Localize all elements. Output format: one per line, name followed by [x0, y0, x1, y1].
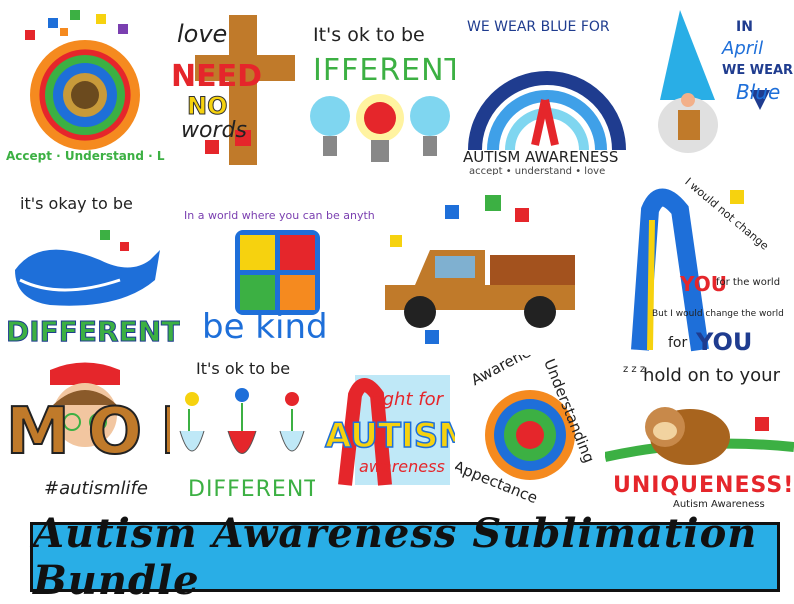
design-sloth: z z z hold on to your UNIQUENESS! Autism…: [605, 355, 794, 520]
uniqueness-text: UNIQUENESS!: [613, 473, 794, 498]
bundle-title-banner: Autism Awareness Sublimation Bundle: [30, 510, 780, 604]
cross-illustration: [195, 15, 295, 165]
ok-to-be-text: It's ok to be: [313, 24, 425, 46]
design-love-need-no-words: love NEED NO words: [165, 0, 305, 175]
design-vases: It's ok to be DIFFERENT: [170, 355, 315, 510]
design-flower-words: Awareness Understanding Appectance: [455, 355, 605, 505]
gnome-illustration: [658, 10, 770, 153]
design-sunflower: Accept · Understand · Love: [0, 0, 165, 175]
puzzle-heart-illustration: [235, 230, 320, 315]
ribbon-you-bottom-text: YOU: [696, 328, 753, 356]
bundle-title-text: Autism Awareness Sublimation Bundle: [33, 510, 758, 604]
design-ok-different-bulbs: It's ok to be IFFERENT: [305, 0, 455, 175]
sunflower-illustration: [25, 10, 140, 150]
sunflower-text: Accept · Understand · Love: [6, 149, 165, 163]
mom-word: MOM: [5, 395, 170, 469]
truck-illustration: [385, 195, 575, 344]
fight-for-text: fight for: [371, 389, 443, 410]
gnome-we-wear-text: WE WEAR: [722, 63, 794, 78]
rainbow-subtitle: accept • understand • love: [469, 166, 606, 176]
words-text: words: [181, 118, 247, 143]
awareness-text: awareness: [359, 457, 445, 476]
no-text: NO: [187, 92, 228, 120]
design-fight-for-autism: fight for AUTISM awareness: [315, 355, 455, 505]
be-kind-text: be kind: [202, 307, 328, 347]
rainbow-title: AUTISM AWARENESS: [463, 148, 619, 166]
ribbon-for-world-text: for the world: [716, 277, 781, 288]
need-text: NEED: [171, 59, 262, 94]
rainbow-arc-text: WE WEAR BLUE FOR: [467, 19, 610, 35]
ribbon-you-text: YOU: [680, 272, 728, 296]
vases-illustration: [179, 388, 305, 454]
gnome-in-text: IN: [736, 19, 753, 35]
be-kind-arc-text: In a world where you can be anything: [184, 209, 375, 222]
mom-face-illustration: [50, 362, 120, 447]
ribbon-illustration: [631, 188, 744, 352]
sloth-zzz: z z z: [623, 364, 646, 375]
mom-hashtag: #autismlife: [44, 478, 148, 499]
sloth-hold-on-text: hold on to your: [643, 365, 780, 386]
design-ribbon-you: I would not change YOU for the world But…: [590, 170, 794, 360]
ribbon-for-text: for: [668, 335, 688, 351]
autism-text: AUTISM: [324, 416, 455, 456]
design-mom: MOM #autismlife: [0, 360, 170, 510]
design-gnome: IN April WE WEAR Blue: [640, 0, 794, 175]
whale-different-text: DIFFERENT: [5, 315, 180, 348]
design-rainbow: WE WEAR BLUE FOR AUTISM AWARENESS accept…: [455, 0, 640, 175]
whale-okay-text: it's okay to be: [20, 194, 133, 213]
fight-ribbon-illustration: [338, 375, 450, 486]
love-text: love: [177, 20, 228, 48]
design-truck: [375, 190, 590, 350]
gnome-blue-text: Blue: [736, 80, 781, 104]
sloth-autism-awareness: Autism Awareness: [673, 499, 765, 510]
rainbow-illustration: [468, 71, 626, 151]
gnome-april-text: April: [722, 38, 764, 59]
bulbs-illustration: [310, 94, 450, 162]
vases-different-text: DIFFERENT: [188, 477, 315, 502]
flower-illustration: [485, 390, 575, 480]
ribbon-change-world-text: But I would change the world: [652, 309, 784, 319]
design-be-kind: In a world where you can be anything be …: [180, 170, 375, 355]
sloth-illustration: [605, 407, 794, 465]
different-text: IFFERENT: [313, 53, 455, 88]
design-whale: it's okay to be DIFFERENT: [0, 180, 180, 355]
whale-illustration: [15, 230, 160, 306]
vases-ok-text: It's ok to be: [196, 359, 291, 378]
